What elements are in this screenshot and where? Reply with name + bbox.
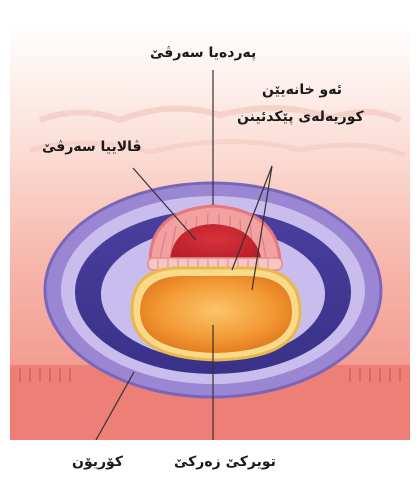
- yolk-sac-cavity: [140, 276, 292, 353]
- label-amnion-cavity: ڤالاییا سەرڤێ: [42, 137, 142, 157]
- label-cells-line1: ئەو خانەیێن: [262, 80, 342, 100]
- label-chorion: کۆریۆن: [72, 452, 123, 472]
- label-yolk-sac: تویرکێ زەرکێ: [174, 452, 276, 472]
- label-cells-line2: کوریەلەی پێکدئینن: [237, 107, 364, 127]
- label-amnion-membrane: پەردەیا سەرڤێ: [150, 43, 256, 63]
